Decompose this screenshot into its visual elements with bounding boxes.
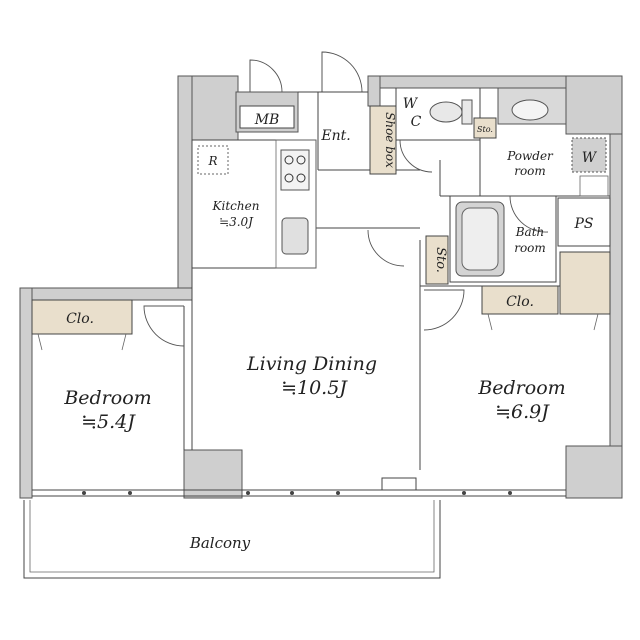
closet-right-label: Clo. xyxy=(506,294,534,310)
closet-left-label: Clo. xyxy=(66,311,94,327)
bedroom-left-label: Bedroom xyxy=(63,387,151,409)
living-dining-label: Living Dining xyxy=(246,353,377,375)
wc-label-w: W xyxy=(403,96,419,112)
powder-room-label-2: room xyxy=(514,164,546,178)
basin-icon xyxy=(511,99,549,121)
entrance-doors xyxy=(249,51,368,93)
entrance-label: Ent. xyxy=(320,128,350,144)
bedroom-left-door xyxy=(143,305,185,347)
balcony xyxy=(23,500,441,579)
mb-box xyxy=(239,105,295,129)
bedroom-left-size: ≒5.4J xyxy=(81,411,136,433)
living-dining-size: ≒10.5J xyxy=(281,377,348,399)
stove-icon xyxy=(280,149,310,191)
bath-door xyxy=(509,195,549,233)
balcony-label: Balcony xyxy=(189,534,251,552)
bedroom-right-door xyxy=(423,289,465,331)
fridge-icon xyxy=(197,145,229,175)
bedroom-right-label: Bedroom xyxy=(477,377,565,399)
bath-label-2: room xyxy=(514,241,546,255)
bath-label-1: Bath xyxy=(515,225,545,239)
washer-label: W xyxy=(582,150,598,166)
sto-hall-box xyxy=(425,235,449,285)
closet-right-ext xyxy=(559,251,611,315)
sink-icon xyxy=(281,217,309,255)
bedroom-right-size: ≒6.9J xyxy=(495,401,550,423)
shoe-box-label: Shoe box xyxy=(383,112,397,168)
wc-label-c: C xyxy=(411,114,422,130)
ps-label: PS xyxy=(573,216,593,232)
kitchen-fixtures xyxy=(197,139,317,269)
sto-small-label: Sto. xyxy=(477,125,493,134)
mb-label: MB xyxy=(254,112,280,128)
toilet-icon xyxy=(429,99,473,125)
sto-small-box xyxy=(473,117,497,139)
washer-box xyxy=(571,137,607,173)
bottom-windows xyxy=(32,477,566,497)
sto-hall-label: Sto. xyxy=(433,247,448,273)
living-door xyxy=(367,229,405,267)
closet-left xyxy=(31,299,133,335)
kitchen-label: Kitchen xyxy=(212,199,260,213)
kitchen-size: ≒3.0J xyxy=(219,215,254,229)
powder-room-label-1: Powder xyxy=(506,149,554,163)
interior-walls xyxy=(183,88,611,470)
closet-right xyxy=(481,285,559,315)
wc-door xyxy=(399,139,433,173)
fridge-label: R xyxy=(207,154,217,168)
